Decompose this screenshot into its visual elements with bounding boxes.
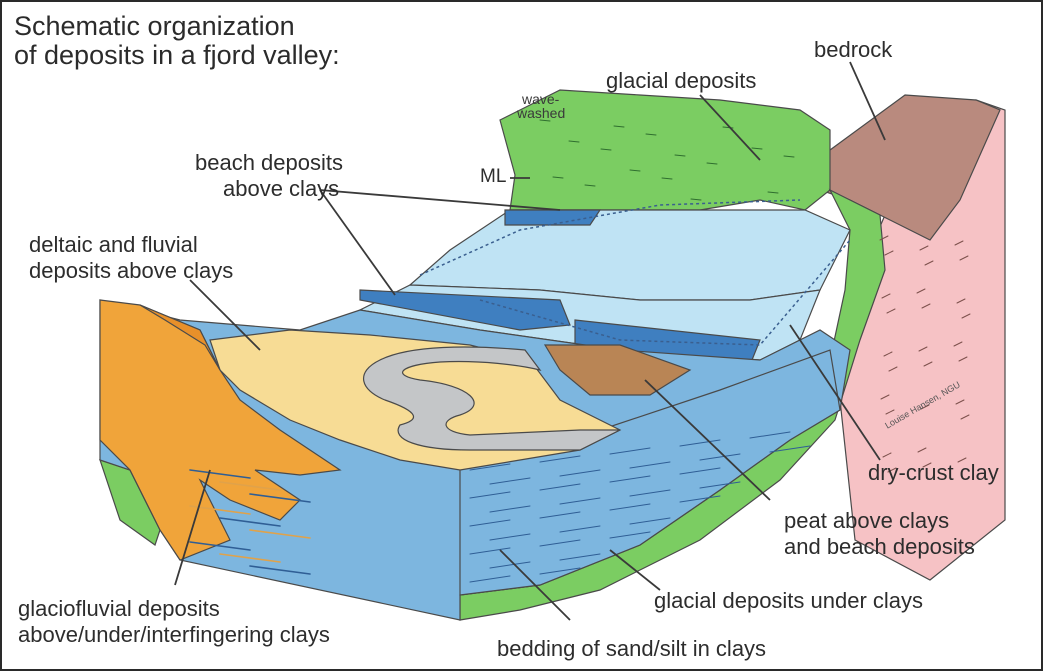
diagram-title-line1: Schematic organization — [14, 12, 295, 41]
label-glacial-deposits: glacial deposits — [606, 68, 756, 93]
label-glaciofluvial-2: above/under/interfingering clays — [18, 622, 330, 647]
label-glacial-under: glacial deposits under clays — [654, 588, 923, 613]
leader-beach-2 — [320, 190, 395, 295]
label-bedrock: bedrock — [814, 37, 892, 62]
upper-clay-terrace — [410, 210, 850, 300]
label-peat-2: and beach deposits — [784, 534, 975, 559]
label-ml: ML — [480, 164, 506, 189]
label-bedding: bedding of sand/silt in clays — [497, 636, 766, 661]
label-beach-deposits-2: above clays — [223, 176, 339, 201]
label-wave-washed-1: wave- — [522, 92, 559, 106]
label-wave-washed-2: washed — [517, 106, 565, 120]
label-deltaic-2: deposits above clays — [29, 258, 233, 283]
label-glaciofluvial-1: glaciofluvial deposits — [18, 596, 220, 621]
diagram-title-line2: of deposits in a fjord valley: — [14, 41, 340, 70]
label-beach-deposits-1: beach deposits — [195, 150, 343, 175]
label-peat-1: peat above clays — [784, 508, 949, 533]
label-deltaic-1: deltaic and fluvial — [29, 232, 198, 257]
label-dry-crust-clay: dry-crust clay — [868, 460, 999, 485]
